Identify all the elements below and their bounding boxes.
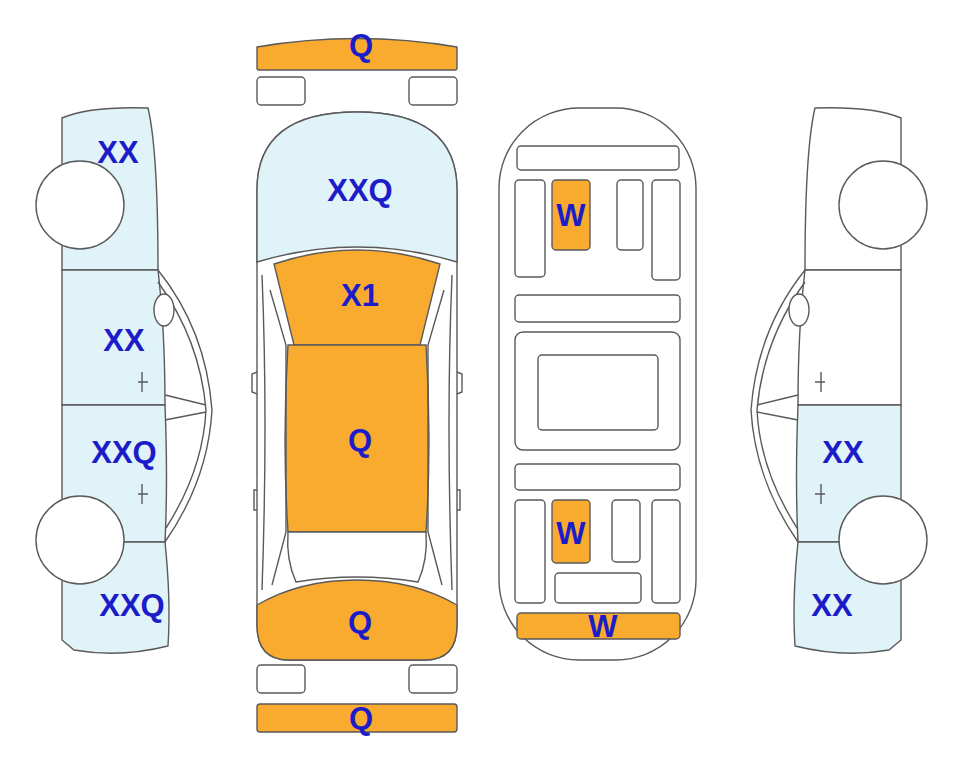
mirror-handle-marks (252, 372, 462, 510)
wheel (839, 496, 927, 584)
damage-code: Q (348, 607, 372, 638)
damage-code: Q (349, 30, 373, 61)
taillight (257, 665, 305, 693)
roof-panel (285, 345, 429, 532)
wheel (839, 161, 927, 249)
damage-code: W (588, 611, 617, 642)
front-door (62, 270, 165, 405)
damage-code: XX (97, 137, 138, 168)
headlight (409, 77, 457, 105)
damage-code: X1 (341, 280, 379, 311)
left-side-view (36, 108, 212, 653)
underbody-part (517, 146, 679, 170)
damage-code: XXQ (91, 437, 156, 468)
damage-code: XX (822, 437, 863, 468)
side-window-lines (262, 275, 452, 590)
underbody-part (652, 500, 680, 603)
damage-code: W (556, 518, 585, 549)
underbody-part-damaged (552, 500, 590, 563)
damage-code: XX (811, 590, 852, 621)
underbody-part (515, 295, 680, 322)
damage-code: W (556, 200, 585, 231)
side-mirror (154, 294, 174, 326)
underbody-part (515, 500, 545, 603)
underbody-part (515, 332, 680, 450)
right-side-view (751, 108, 927, 653)
front-door (798, 270, 901, 405)
underbody-part (612, 500, 640, 562)
underbody-part (555, 573, 641, 603)
wheel (36, 496, 124, 584)
taillight (409, 665, 457, 693)
side-mirror (789, 294, 809, 326)
damage-code: Q (349, 703, 373, 734)
damage-code: XX (103, 325, 144, 356)
damage-code: XXQ (327, 175, 392, 206)
underbody-part (617, 180, 643, 250)
underbody-part (515, 464, 680, 490)
underbody-outline (499, 108, 696, 660)
wheel (36, 161, 124, 249)
underbody-part (515, 180, 545, 277)
damage-code: Q (348, 425, 372, 456)
damage-code: XXQ (99, 590, 164, 621)
headlight (257, 77, 305, 105)
windshield-panel (274, 250, 440, 345)
rear-window (288, 532, 427, 582)
trunk-panel (257, 580, 457, 660)
car-body-top (257, 112, 457, 660)
underbody-part-damaged (552, 180, 590, 250)
underbody-part (538, 355, 658, 430)
underbody-part (652, 180, 680, 280)
hood-panel (257, 112, 457, 262)
